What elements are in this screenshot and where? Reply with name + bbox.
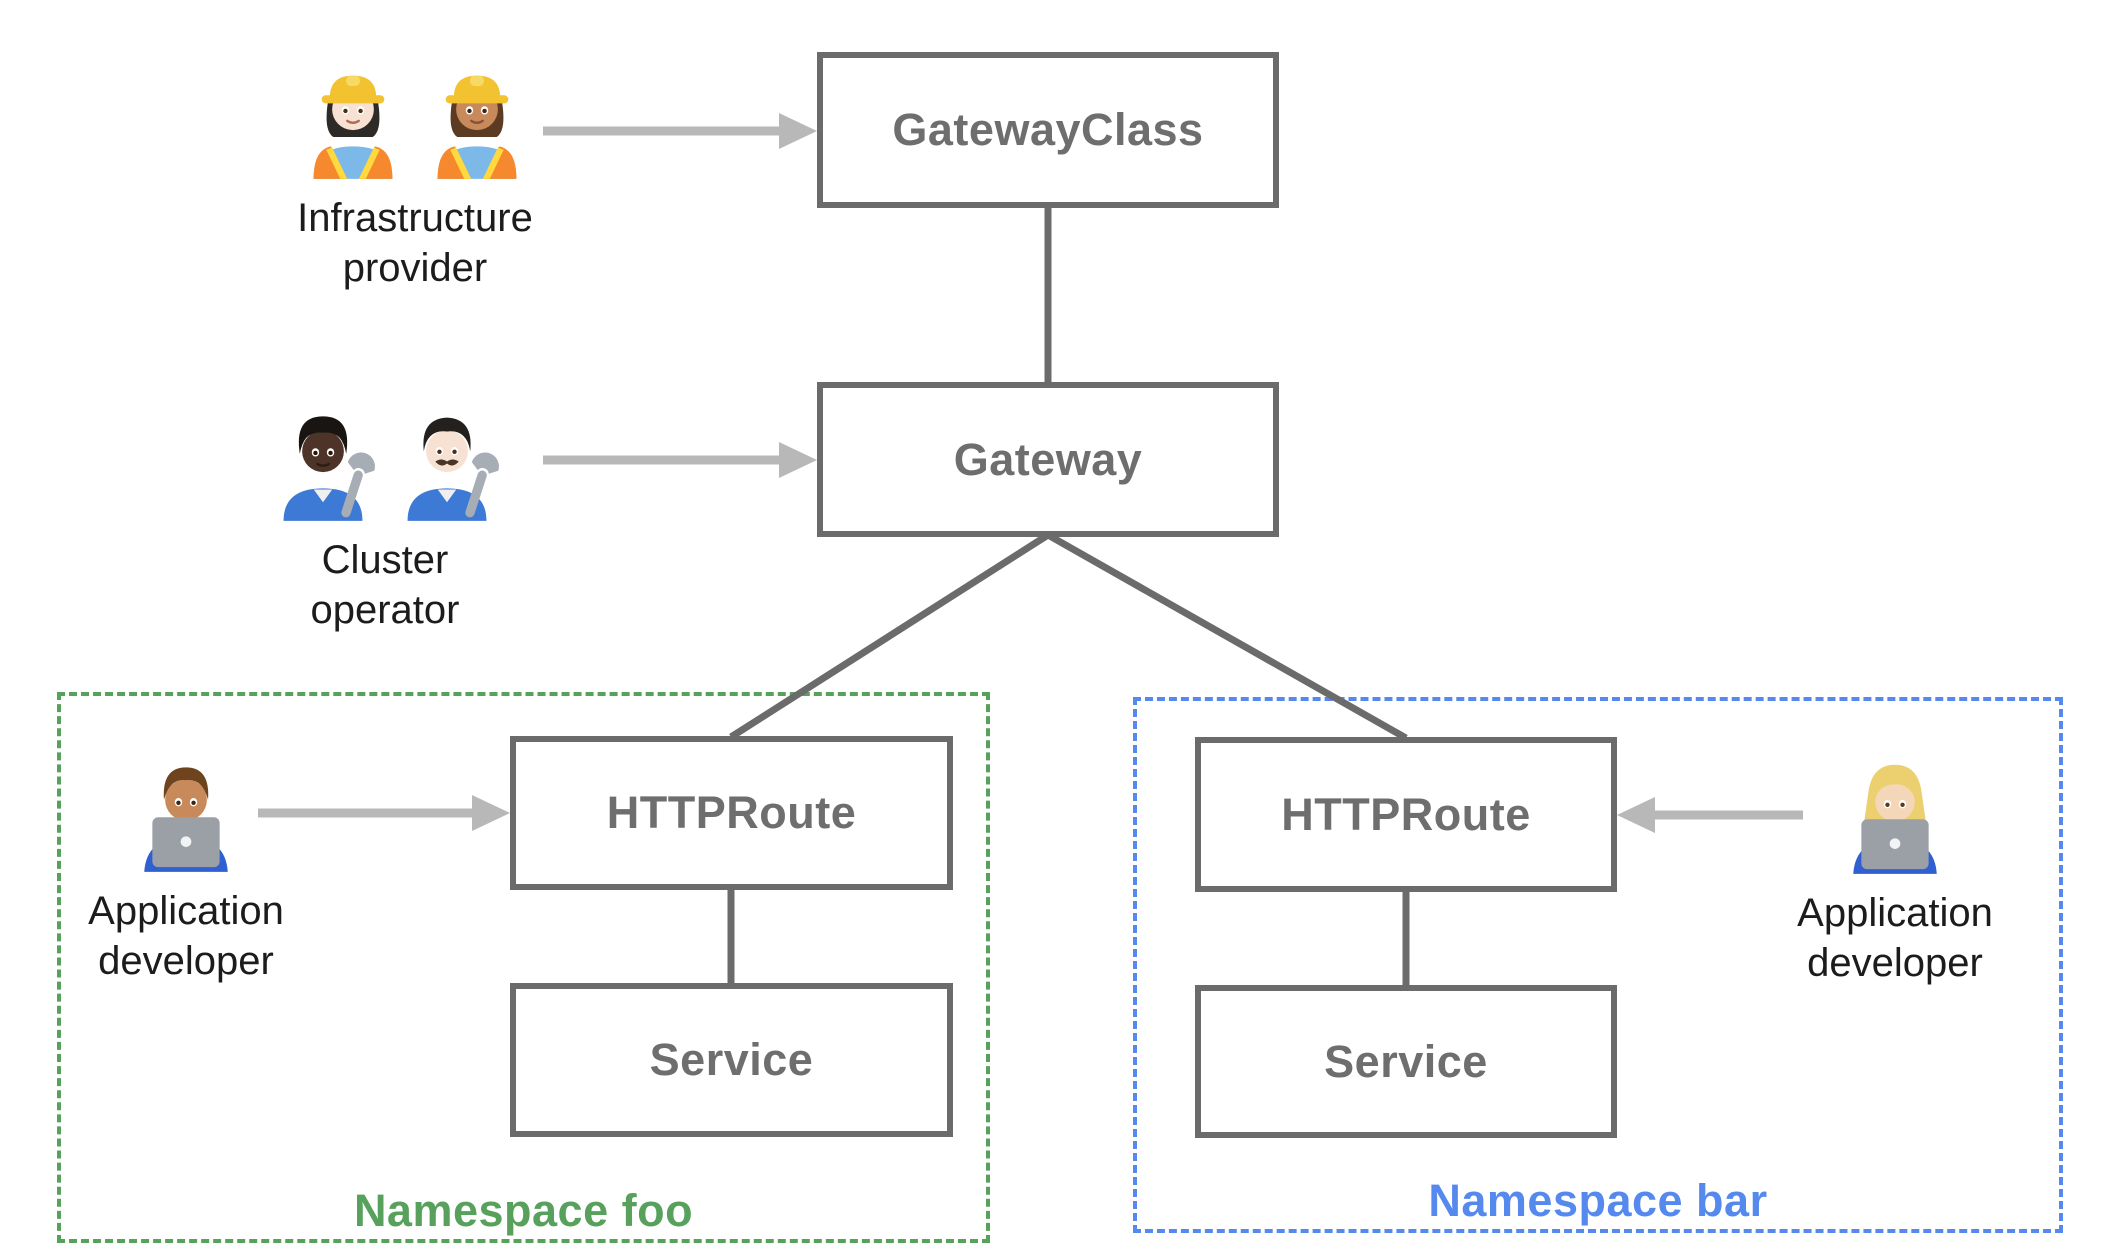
arrow-head-icon <box>779 113 817 149</box>
service-bar-node: Service <box>1195 985 1617 1138</box>
wrench-icon <box>341 452 375 518</box>
woman-construction-worker-medium-skin-icon <box>437 75 517 179</box>
hard-hat-icon <box>445 75 509 104</box>
application-developer-foo-label: Application developer <box>88 889 284 983</box>
gateway-node: Gateway <box>817 382 1279 537</box>
persona-infrastructure-provider: Infrastructure provider <box>205 58 625 293</box>
gateway-node-label: Gateway <box>953 433 1143 485</box>
persona-application-developer-bar: Application developer <box>1685 753 2105 988</box>
woman-technologist-medium-light-skin-icon <box>1853 764 1937 874</box>
service-bar-node-label: Service <box>1324 1035 1488 1087</box>
httproute-bar-node: HTTPRoute <box>1195 737 1617 892</box>
wrench-icon <box>465 452 499 518</box>
service-foo-node: Service <box>510 983 953 1137</box>
httproute-foo-node: HTTPRoute <box>510 736 953 890</box>
httproute-bar-node-label: HTTPRoute <box>1281 788 1531 840</box>
cluster-operator-label: Cluster operator <box>310 538 460 632</box>
man-technologist-medium-skin-icon <box>144 767 228 872</box>
namespace-bar-boundary: Namespace bar <box>1133 697 2063 1233</box>
namespace-bar-label: Namespace bar <box>1428 1175 1768 1226</box>
laptop-icon <box>152 817 220 868</box>
application-developer-bar-label: Application developer <box>1797 891 1993 985</box>
man-mechanic-light-skin-icon <box>407 417 499 521</box>
arrow-head-icon <box>779 442 817 478</box>
hard-hat-icon <box>321 75 385 104</box>
cluster-operator-avatars <box>265 400 505 521</box>
persona-cluster-operator: Cluster operator <box>175 400 595 635</box>
infrastructure-provider-label: Infrastructure provider <box>297 196 533 290</box>
namespace-foo-boundary: Namespace foo <box>57 692 990 1243</box>
mechanic-dark-skin-icon <box>283 416 375 521</box>
infrastructure-provider-avatars <box>295 58 535 179</box>
gatewayclass-node: GatewayClass <box>817 52 1279 208</box>
laptop-icon <box>1861 819 1929 870</box>
service-foo-node-label: Service <box>649 1034 814 1085</box>
httproute-foo-node-label: HTTPRoute <box>606 787 857 838</box>
woman-construction-worker-light-skin-icon <box>313 75 393 179</box>
application-developer-foo-avatar <box>128 751 244 872</box>
gatewayclass-node-label: GatewayClass <box>892 104 1204 155</box>
namespace-foo-label: Namespace foo <box>353 1185 694 1236</box>
application-developer-bar-avatar <box>1837 753 1953 874</box>
persona-application-developer-foo: Application developer <box>0 751 372 986</box>
